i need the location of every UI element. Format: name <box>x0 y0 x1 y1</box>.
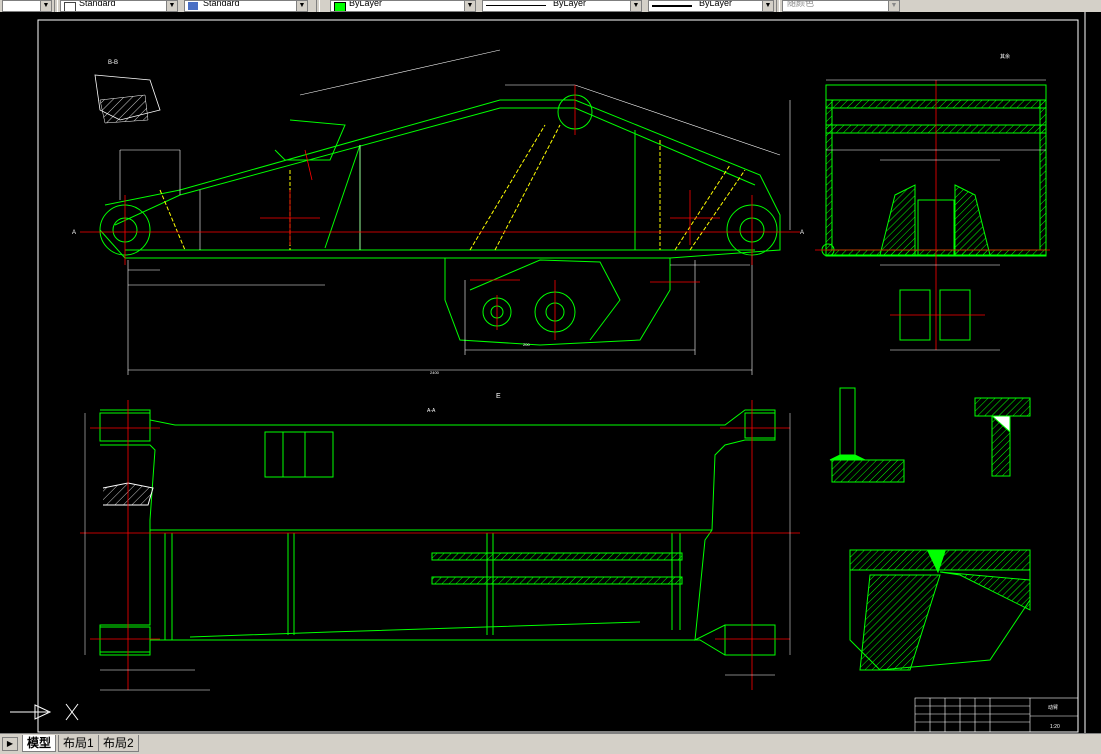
chevron-down-icon[interactable]: ▼ <box>166 1 177 11</box>
chevron-down-icon[interactable]: ▼ <box>762 1 773 11</box>
section-aa-side <box>821 84 1047 341</box>
chevron-down-icon[interactable]: ▼ <box>464 1 475 11</box>
weld-detail-c <box>829 387 905 483</box>
toolbar-separator <box>776 0 780 12</box>
roughness-note: 其余 <box>1000 53 1010 60</box>
lineweight-value: ByLayer <box>699 0 733 8</box>
lineweight-combo[interactable]: ByLayer ▼ <box>648 0 774 12</box>
dim-style-icon <box>188 2 198 10</box>
plan-centerlines <box>80 400 800 690</box>
dim-style-combo[interactable]: Standard ▼ <box>184 0 308 12</box>
title-block <box>914 697 1079 733</box>
view-e-label: E <box>496 393 501 400</box>
toolbar-separator <box>54 0 58 12</box>
color-combo[interactable]: ByLayer ▼ <box>330 0 476 12</box>
section-a-right: A <box>800 230 804 236</box>
tab-layout1[interactable]: 布局1 <box>58 735 99 752</box>
cad-drawing[interactable]: B-B <box>0 12 1101 733</box>
centerlines <box>80 85 800 340</box>
section-bb-label: B-B <box>108 60 118 66</box>
text-style-icon <box>64 2 76 11</box>
boom-plan-view <box>99 409 776 656</box>
color-swatch-icon <box>334 2 346 11</box>
weld-detail-b <box>849 549 1031 671</box>
chevron-down-icon[interactable]: ▼ <box>888 1 899 11</box>
section-aa-centerlines <box>815 80 1050 350</box>
tab-model[interactable]: 模型 <box>22 735 57 752</box>
boom-side-view <box>99 94 781 346</box>
chevron-down-icon[interactable]: ▼ <box>630 1 641 11</box>
chevron-down-icon[interactable]: ▼ <box>296 1 307 11</box>
ucs-icon <box>10 703 79 721</box>
title-cell: 动臂 <box>1048 704 1058 711</box>
linetype-value: ByLayer <box>553 0 587 8</box>
chevron-down-icon[interactable]: ▼ <box>40 1 51 11</box>
section-bb-detail: B-B <box>94 60 161 124</box>
tab-layout2[interactable]: 布局2 <box>98 735 139 752</box>
section-a-left: A <box>72 230 76 236</box>
scale-cell: 1:20 <box>1050 724 1060 730</box>
text-style-combo[interactable]: Standard ▼ <box>60 0 178 12</box>
linetype-combo[interactable]: ByLayer ▼ <box>482 0 642 12</box>
dim-style-value: Standard <box>203 0 240 8</box>
plot-style-combo[interactable]: 随颜色 ▼ <box>782 0 900 12</box>
prev-combo[interactable]: ▼ <box>2 0 52 12</box>
color-value: ByLayer <box>349 0 383 8</box>
text-style-value: Standard <box>79 0 116 8</box>
weld-detail-d <box>974 397 1031 477</box>
pin-dimension: 200 <box>523 342 530 347</box>
overall-dimension: 2400 <box>430 370 440 375</box>
linetype-preview-icon <box>486 5 546 6</box>
layout-tab-bar: ▶ 模型 布局1 布局2 <box>0 733 1101 754</box>
drawing-border <box>37 19 1079 733</box>
plan-dims <box>84 413 791 691</box>
drawing-canvas[interactable]: B-B <box>0 12 1101 733</box>
lineweight-preview-icon <box>652 5 692 7</box>
tab-nav-first-icon[interactable]: ▶ <box>2 737 18 751</box>
section-aa-label: A-A <box>427 408 436 414</box>
section-aa-dims <box>826 79 1046 351</box>
properties-toolbar: ▼ Standard ▼ Standard ▼ ByLayer ▼ ByLaye… <box>0 0 1101 13</box>
plot-style-value: 随颜色 <box>787 0 815 8</box>
boom-dimensions <box>119 49 791 375</box>
toolbar-separator <box>316 0 320 12</box>
